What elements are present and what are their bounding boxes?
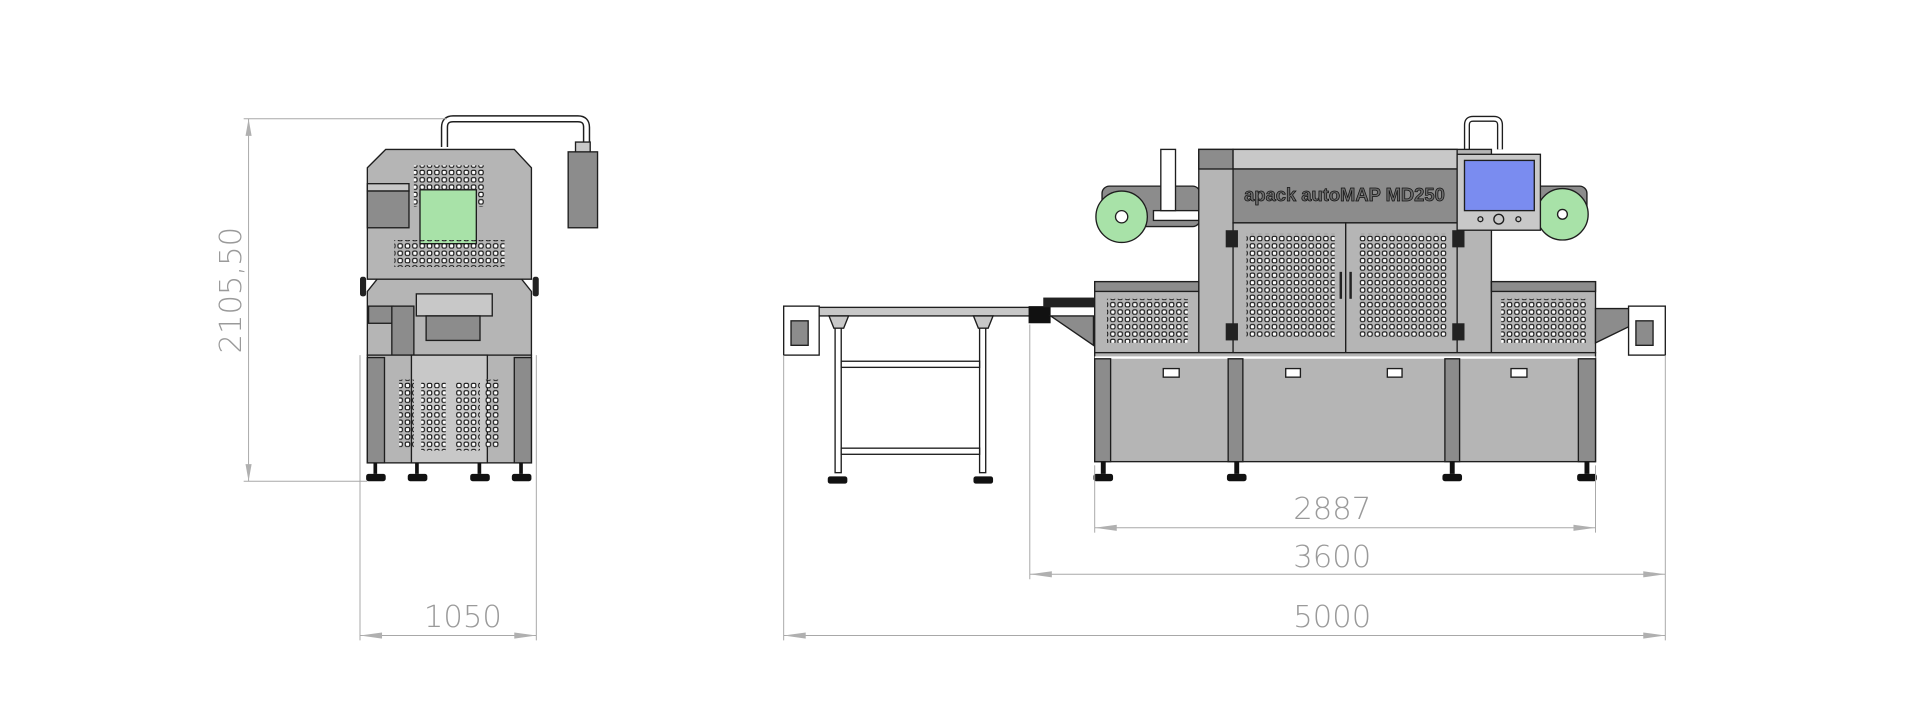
front-grille-mid [394,240,505,267]
brand-label: apack autoMAP MD250 [1244,184,1445,205]
side-panel [366,190,410,229]
outfeed-conveyor [1594,305,1666,356]
length-3600-label: 3600 [1293,540,1371,575]
brand-panel [1232,168,1458,224]
gas-pipe [440,115,591,147]
machine-feet [1093,461,1597,482]
height-dimension-label: 2105,50 [214,227,249,354]
front-width-dimension: 1050 [359,355,537,641]
handle-right [532,276,539,297]
length-dimension-5000: 5000 [783,355,1666,641]
length-2887-label: 2887 [1293,492,1371,527]
handle-left [360,276,367,297]
length-5000-label: 5000 [1293,600,1371,635]
touch-screen [1463,159,1535,212]
front-feet [366,462,532,482]
front-width-dimension-label: 1050 [424,600,502,635]
infeed-conveyor [783,297,1095,484]
front-view: 2105,50 1050 [214,115,599,641]
length-dimension-2887: 2887 [1094,465,1597,533]
length-dimension-3600: 3600 [1029,324,1666,641]
control-box [567,151,599,229]
height-dimension: 2105,50 [214,118,447,482]
side-view: apack autoMAP MD250 [783,115,1666,641]
hmi-panel [1456,153,1542,231]
film-roll-front [419,189,477,245]
